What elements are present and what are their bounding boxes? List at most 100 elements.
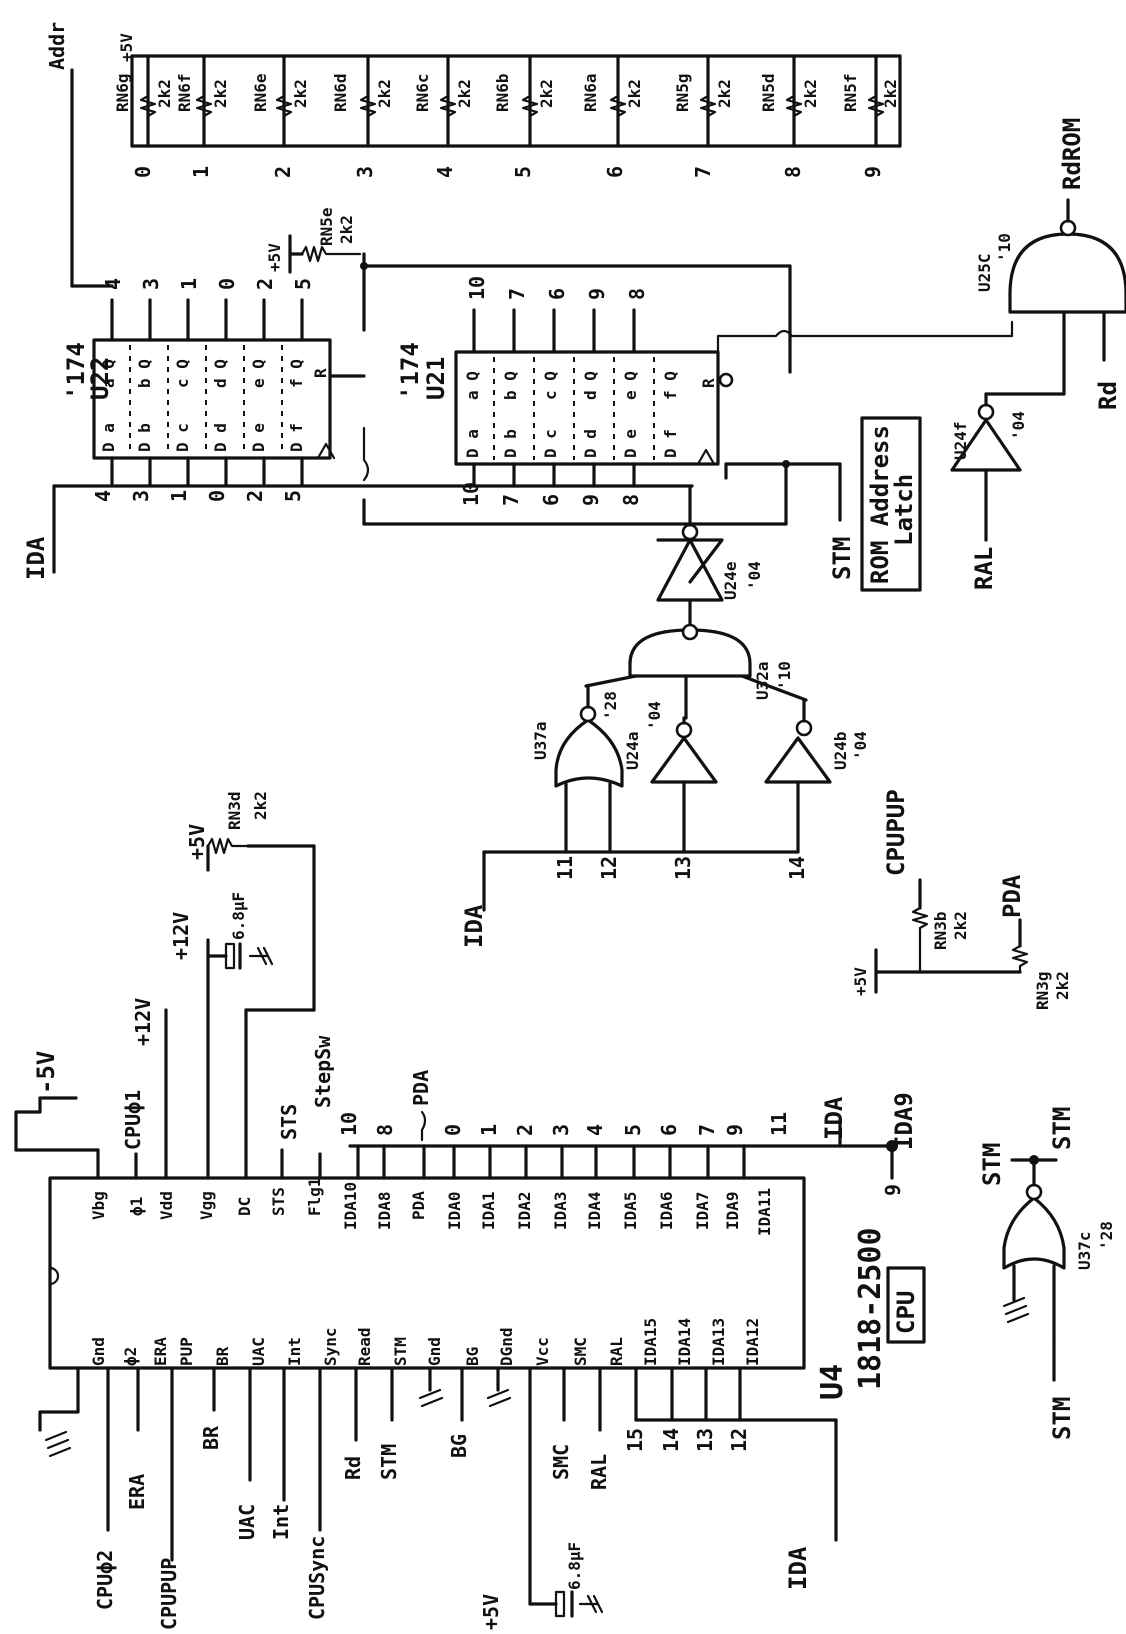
svg-text:RN3b: RN3b: [931, 911, 950, 950]
pin-label-4: 4: [433, 166, 457, 178]
svg-text:7: 7: [695, 1124, 719, 1136]
u22-type: '174: [62, 342, 90, 400]
pin-label-7: 7: [691, 166, 715, 178]
svg-text:RN6b: RN6b: [493, 73, 512, 112]
svg-text:10: 10: [337, 1112, 361, 1136]
svg-text:15: 15: [623, 1428, 647, 1452]
svg-text:3: 3: [129, 490, 153, 502]
svg-text:Int: Int: [269, 1504, 293, 1540]
svg-text:D e: D e: [249, 423, 268, 452]
svg-text:f Q: f Q: [661, 371, 680, 400]
svg-text:ϕ2: ϕ2: [121, 1347, 140, 1366]
svg-text:+5V: +5V: [265, 243, 284, 272]
resistor-rn5g: RN5g 2k2 7: [673, 54, 734, 178]
ida-label-left: IDA: [22, 536, 50, 580]
svg-text:7: 7: [505, 288, 529, 300]
svg-text:U24f: U24f: [951, 421, 970, 460]
svg-text:8: 8: [625, 288, 649, 300]
svg-text:9: 9: [723, 1124, 747, 1136]
svg-text:'28: '28: [601, 691, 620, 720]
svg-text:IDA8: IDA8: [375, 1191, 394, 1230]
svg-text:BG: BG: [463, 1347, 482, 1366]
svg-text:RN6e: RN6e: [251, 73, 270, 112]
svg-text:+5V: +5V: [851, 967, 870, 996]
svg-text:6: 6: [657, 1124, 681, 1136]
cpu-ida-right: IDA: [820, 1096, 848, 1140]
resistor-rn6e: RN6e 2k2 2: [251, 54, 310, 178]
svg-text:11: 11: [553, 856, 577, 880]
svg-text:PDA: PDA: [998, 874, 1026, 918]
svg-text:13: 13: [671, 856, 695, 880]
svg-text:6.8μF: 6.8μF: [229, 892, 248, 940]
chip-u4-cpu: 10 8 0 1 2 3 4 5 6 7 9 11 IDA 9 IDA9 Vbg…: [38, 1092, 926, 1630]
svg-text:RN3d: RN3d: [225, 791, 244, 830]
svg-text:Latch: Latch: [890, 474, 918, 546]
svg-text:U24a: U24a: [623, 731, 642, 770]
svg-text:c Q: c Q: [541, 371, 560, 400]
svg-text:IDA5: IDA5: [621, 1191, 640, 1230]
svg-text:D e: D e: [621, 429, 640, 458]
pin-label-5: 5: [511, 166, 535, 178]
svg-text:ROM Address: ROM Address: [866, 425, 894, 584]
pin-label-8: 8: [781, 166, 805, 178]
svg-text:1: 1: [167, 490, 191, 502]
svg-text:2k2: 2k2: [455, 79, 474, 108]
svg-text:STS: STS: [269, 1187, 288, 1216]
svg-text:U37a: U37a: [531, 721, 550, 760]
svg-text:f Q: f Q: [287, 359, 306, 388]
cpu-ref: U4: [815, 1364, 850, 1400]
resistor-rn6a: RN6a 2k2 6: [581, 54, 644, 178]
resistor-rn6f: RN6f 2k2 1: [175, 54, 230, 178]
svg-text:IDA2: IDA2: [515, 1191, 534, 1230]
svg-text:IDA13: IDA13: [709, 1318, 728, 1366]
svg-text:-5V: -5V: [32, 1051, 60, 1094]
svg-text:U25C: U25C: [975, 253, 994, 292]
svg-text:+5V: +5V: [185, 824, 209, 860]
svg-text:+12V: +12V: [131, 998, 155, 1046]
svg-text:RAL: RAL: [587, 1454, 611, 1490]
stm-label-u21: STM: [828, 537, 856, 580]
svg-text:D f: D f: [287, 423, 306, 452]
svg-text:5: 5: [281, 490, 305, 502]
gate-u32a-nand: U32a '10: [584, 623, 808, 720]
svg-text:IDA15: IDA15: [641, 1318, 660, 1366]
svg-text:2k2: 2k2: [881, 79, 900, 108]
svg-text:IDA12: IDA12: [743, 1318, 762, 1366]
svg-text:BR: BR: [199, 1425, 223, 1450]
svg-text:2k2: 2k2: [291, 79, 310, 108]
svg-text:14: 14: [785, 856, 809, 880]
svg-text:DGnd: DGnd: [497, 1327, 516, 1366]
svg-text:Flg1: Flg1: [305, 1177, 324, 1216]
svg-text:SMC: SMC: [549, 1444, 573, 1480]
cpu-power-area: -5V CPUϕ1 +12V +12V 6.8μF +5V RN3d 2k2 S…: [14, 791, 433, 1180]
pin-label-9: 9: [861, 166, 885, 178]
u22-ref: U22: [86, 357, 114, 400]
svg-text:R: R: [311, 368, 330, 378]
svg-text:0: 0: [441, 1124, 465, 1136]
svg-text:2k2: 2k2: [801, 79, 820, 108]
svg-text:11: 11: [767, 1112, 791, 1136]
svg-text:D c: D c: [541, 429, 560, 458]
svg-text:RN6f: RN6f: [175, 73, 194, 112]
svg-text:Vbg: Vbg: [89, 1191, 108, 1220]
svg-text:PDA: PDA: [409, 1191, 428, 1220]
ida-bus-left: IDA: [22, 426, 788, 580]
svg-text:3: 3: [139, 278, 163, 290]
resistor-rn5f: RN5f 2k2 9: [841, 54, 900, 178]
svg-text:RN5d: RN5d: [759, 73, 778, 112]
svg-text:IDA9: IDA9: [890, 1092, 918, 1150]
svg-text:4: 4: [101, 278, 125, 290]
svg-text:2: 2: [253, 278, 277, 290]
svg-text:PDA: PDA: [409, 1070, 433, 1106]
svg-text:'04: '04: [645, 701, 664, 730]
svg-text:6: 6: [545, 288, 569, 300]
svg-text:D a: D a: [463, 429, 482, 458]
rdrom-label: RdROM: [1058, 118, 1086, 190]
svg-text:StepSw: StepSw: [311, 1035, 335, 1108]
svg-text:3: 3: [549, 1124, 573, 1136]
svg-text:CPUPUP: CPUPUP: [882, 789, 910, 876]
u21-type: '174: [396, 342, 424, 400]
svg-text:IDA7: IDA7: [693, 1191, 712, 1230]
svg-text:b Q: b Q: [135, 359, 154, 388]
svg-text:PUP: PUP: [177, 1337, 196, 1366]
